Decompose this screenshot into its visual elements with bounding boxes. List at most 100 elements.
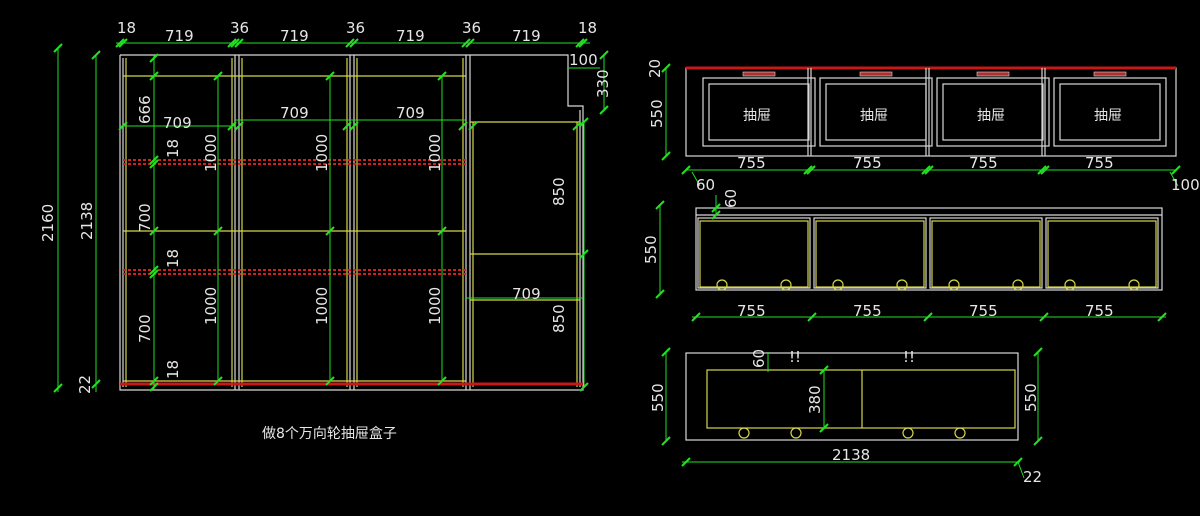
caster-b-2 <box>1012 279 1024 291</box>
drawer-label-1: 抽屉 <box>860 108 888 124</box>
df-width-2: 755 <box>969 154 998 172</box>
front-door-tick-b-0 <box>325 71 335 81</box>
drawer-panel-outer-1 <box>819 77 933 147</box>
dim-right-850a: 850 <box>550 177 568 206</box>
sv-dim-60: 60 <box>750 349 768 368</box>
dim-top-2: 36 <box>230 19 249 37</box>
drawer-front-tick-3 <box>921 165 931 175</box>
drawer-inner-top-tick-1 <box>711 210 721 220</box>
front-elevation: 18 719 36 719 36 719 36 719 18 100 330 2… <box>39 19 612 442</box>
drawer-handle-2 <box>976 71 1010 77</box>
di-width-1: 755 <box>853 302 882 320</box>
drawer-box-1 <box>813 217 927 289</box>
drawing-note: 做8个万向轮抽屉盒子 <box>262 425 397 442</box>
dim-corner-330: 330 <box>594 69 612 98</box>
svg-text:!!: !! <box>789 348 801 366</box>
front-width-tick-2 <box>234 121 244 131</box>
sv-dim-left: 550 <box>649 383 667 412</box>
drawer-inner-tick-2 <box>923 312 933 322</box>
dim-inner-width-3: 709 <box>512 285 541 303</box>
df-width-3: 755 <box>1085 154 1114 172</box>
front-top-tick-6 <box>349 38 359 48</box>
drawer-panel-outer-2 <box>936 77 1050 147</box>
front-top-tick-0 <box>115 38 125 48</box>
di-width-3: 755 <box>1085 302 1114 320</box>
df-dim-20: 20 <box>646 59 664 78</box>
dim-small-18c: 18 <box>164 360 182 379</box>
front-door-tick-c-1 <box>437 226 447 236</box>
front-door-tick-b-1 <box>325 226 335 236</box>
drawer-handle-3 <box>1093 71 1127 77</box>
front-right-tick-1 <box>579 249 589 259</box>
front-door-tick-c-0 <box>437 71 447 81</box>
drawer-front-tick-6 <box>1040 165 1050 175</box>
drawer-front-tick-0 <box>681 165 691 175</box>
front-top-tick-7 <box>461 38 471 48</box>
side-view: !! !! 550 550 60 380 2138 22 <box>649 347 1043 486</box>
front-top-tick-8 <box>465 38 475 48</box>
front-door-tick-a-1 <box>213 226 223 236</box>
dim-inner-width-0: 709 <box>163 114 192 132</box>
dim-top-8: 18 <box>578 19 597 37</box>
drawer-box-3 <box>1045 217 1159 289</box>
front-top-tick-10 <box>578 38 588 48</box>
caster-a-2 <box>948 279 960 291</box>
drawer-box-inner-2 <box>931 220 1041 288</box>
dim-door-4: 1000 <box>313 287 331 325</box>
front-door-tick-c-2 <box>437 376 447 386</box>
df-dim-550: 550 <box>648 99 666 128</box>
front-left-inner-tick-8 <box>149 382 159 392</box>
drawer-inner-top-tick-0 <box>711 203 721 213</box>
dim-small-700a: 700 <box>136 203 154 232</box>
front-top-tick-1 <box>118 38 128 48</box>
df-side-100: 100 <box>1171 176 1200 194</box>
caster-b-1 <box>896 279 908 291</box>
dim-left-2138: 2138 <box>78 202 96 240</box>
di-dim-60: 60 <box>722 189 740 208</box>
front-left-inner-tick-2 <box>149 155 159 165</box>
di-width-2: 755 <box>969 302 998 320</box>
front-width-tick-7 <box>572 121 582 131</box>
front-door-tick-b-2 <box>325 376 335 386</box>
dim-top-4: 36 <box>346 19 365 37</box>
dim-top-6: 36 <box>462 19 481 37</box>
caster-a-1 <box>832 279 844 291</box>
front-width-tick-5 <box>458 121 468 131</box>
df-width-1: 755 <box>853 154 882 172</box>
drawer-box-0 <box>697 217 811 289</box>
drawer-front-view: 抽屉抽屉抽屉抽屉 20 550 755 755 755 755 60 100 <box>646 59 1200 194</box>
drawer-handle-1 <box>859 71 893 77</box>
front-width-tick-3 <box>342 121 352 131</box>
sv-dim-380: 380 <box>806 385 824 414</box>
drawer-panel-inner-1 <box>825 83 927 141</box>
front-width-tick-0 <box>118 121 128 131</box>
front-width-tick-6 <box>468 121 478 131</box>
dim-top-0: 18 <box>117 19 136 37</box>
caster-b-0 <box>780 279 792 291</box>
front-top-tick-2 <box>227 38 237 48</box>
drawer-box-inner-0 <box>699 220 809 288</box>
dim-door-1: 1000 <box>313 134 331 172</box>
dim-small-18b: 18 <box>164 249 182 268</box>
dim-top-5: 719 <box>396 27 425 45</box>
drawer-box-2 <box>929 217 1043 289</box>
dim-right-850b: 850 <box>550 304 568 333</box>
sv-dim-2138: 2138 <box>832 446 870 464</box>
dim-door-5: 1000 <box>426 287 444 325</box>
drawer-front-tick-2 <box>806 165 816 175</box>
front-top-tick-3 <box>230 38 240 48</box>
front-left-inner-tick-7 <box>149 376 159 386</box>
dim-left-2160: 2160 <box>39 204 57 242</box>
svg-text:!!: !! <box>903 348 915 366</box>
caster-a-3 <box>1064 279 1076 291</box>
front-top-tick-9 <box>575 38 585 48</box>
dim-top-7: 719 <box>512 27 541 45</box>
drawer-inner-tick-0 <box>691 312 701 322</box>
dim-door-3: 1000 <box>202 287 220 325</box>
drawer-inner-view: 550 60 755 755 755 755 <box>642 189 1167 322</box>
drawer-front-tick-5 <box>1037 165 1047 175</box>
front-left-inner-tick-3 <box>149 159 159 169</box>
front-right-tick-2 <box>579 382 589 392</box>
dim-small-666: 666 <box>136 95 154 124</box>
